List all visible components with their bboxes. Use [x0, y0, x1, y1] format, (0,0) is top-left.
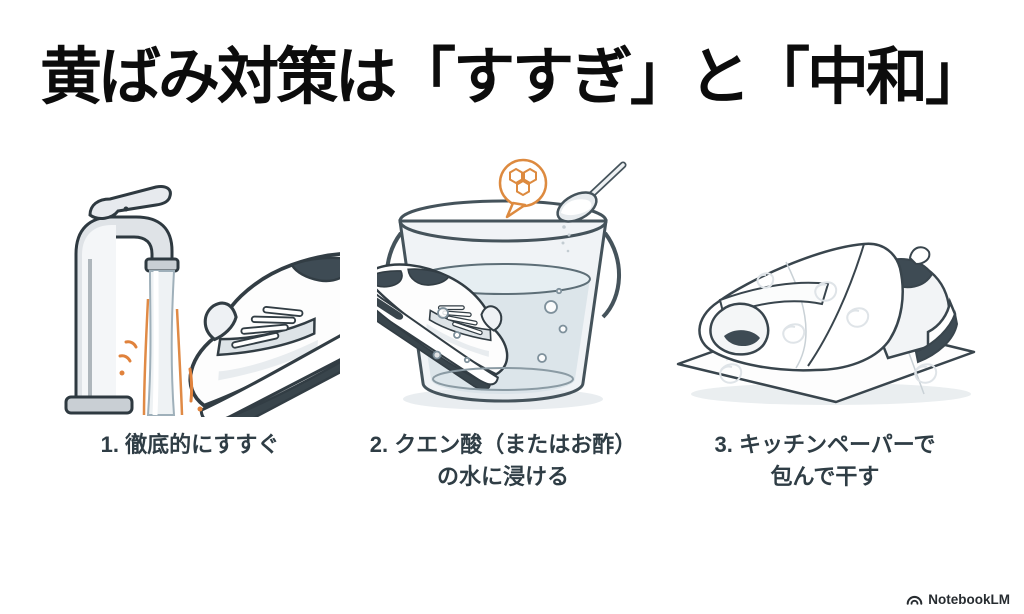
bucket-soak-illustration: [377, 158, 627, 410]
wrapped-shoe-illustration: [676, 242, 976, 405]
steps-row: 1. 徹底的にすすぐ: [0, 155, 1024, 493]
water-stream: [142, 269, 184, 416]
step-3-illustration: [666, 155, 984, 417]
notebooklm-logo-icon: [906, 595, 923, 605]
sneaker-illustration: [157, 207, 340, 417]
step-2-caption: 2. クエン酸（またはお酢） の水に浸ける: [370, 429, 636, 493]
step-2: 2. クエン酸（またはお酢） の水に浸ける: [370, 155, 636, 493]
step-1: 1. 徹底的にすすぐ: [40, 155, 340, 461]
caption-line: の水に浸ける: [436, 463, 569, 489]
step-2-illustration: [377, 155, 629, 417]
bubbles: [432, 287, 568, 363]
faucet-rinsing-sneaker-illustration: [64, 184, 340, 417]
page-title: 黄ばみ対策は「すすぎ」と「中和」: [39, 43, 987, 112]
spoon-icon: [556, 161, 627, 253]
step-1-caption: 1. 徹底的にすすぐ: [101, 429, 280, 461]
brand-label: NotebookLM: [928, 592, 1010, 607]
footer-brand: NotebookLM: [906, 592, 1010, 607]
caption-line: 1. 徹底的にすすぐ: [100, 431, 280, 457]
speech-bubble-molecule-icon: [498, 158, 548, 219]
step-3-caption: 3. キッチンペーパーで 包んで干す: [715, 429, 936, 493]
paper-wrap: [698, 242, 904, 372]
caption-line: 2. クエン酸（またはお酢）: [369, 431, 637, 457]
step-1-illustration: [40, 155, 340, 417]
caption-line: 3. キッチンペーパーで: [714, 431, 936, 457]
faucet-icon: [64, 184, 180, 415]
dirty-water-drips: [118, 340, 203, 412]
powder-grains: [561, 225, 571, 253]
step-3: 3. キッチンペーパーで 包んで干す: [666, 155, 984, 493]
caption-line: 包んで干す: [770, 463, 880, 489]
